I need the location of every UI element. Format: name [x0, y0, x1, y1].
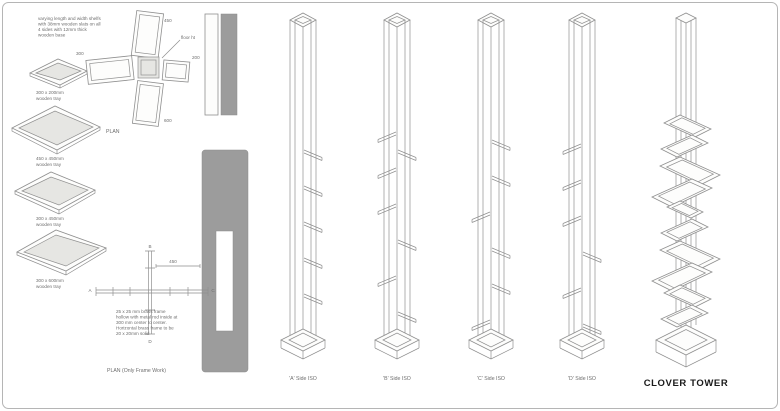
tray-size-label: 450 x 450mm	[36, 156, 64, 161]
iso-tower-c	[468, 12, 514, 360]
frame-plan: 450 B A C D	[88, 244, 215, 344]
iso-label-c: 'C' Side ISO	[477, 376, 505, 382]
frame-note-line: Horizontal brass frame to be	[116, 326, 174, 331]
frame-plan-point-d: D	[148, 339, 152, 344]
frame-plan-dim-line	[155, 264, 201, 268]
frame-plan-point-c: C	[211, 288, 215, 293]
plan-tray-bottom	[131, 80, 164, 127]
shelf-note-line: varying length and width shelfs	[38, 16, 102, 21]
shelf-note-line: 4 sides with 12mm thick	[38, 27, 87, 32]
frame-note-line: 300 mm center to center.	[116, 320, 167, 325]
iso-label-a: 'A' Side ISO	[289, 376, 317, 382]
frame-note-line: 20 x 20mm solid	[116, 331, 150, 336]
shelf-note: varying length and width shelfs with 38m…	[38, 16, 102, 38]
tower-elevation-solid	[201, 149, 249, 373]
frame-plan-point-b: B	[148, 244, 151, 249]
plan-dim-top: 450	[164, 18, 172, 23]
shelf-note-line: with 38mm wooden slats on all	[38, 22, 101, 27]
shelf-note-line: wooden base	[38, 33, 66, 38]
frame-plan-point-a: A	[88, 288, 92, 293]
frame-plan-label: PLAN (Only Frame Work)	[107, 368, 166, 374]
clover-tower-iso	[651, 12, 721, 368]
frame-note-line: hollow with metal rod inside at	[116, 315, 178, 320]
tray-caption-label: wooden tray	[36, 284, 62, 289]
iso-label-b: 'B' Side ISO	[383, 376, 411, 382]
plan-tray-top	[130, 10, 165, 59]
tray-size-label: 300 x 450mm	[36, 216, 64, 221]
tray-caption-label: wooden tray	[36, 96, 62, 101]
iso-label-d: 'D' Side ISO	[568, 376, 596, 382]
tower-elevation-slot	[215, 230, 234, 332]
floor-ht-leader-line	[161, 39, 181, 59]
frame-note-line: 25 x 25 mm brass frame	[116, 309, 166, 314]
elevation-bars	[204, 13, 238, 116]
plan-column-core	[137, 56, 160, 79]
plan-label: PLAN	[106, 129, 120, 135]
tray-iso-450x450: 450 x 450mm wooden tray	[11, 105, 101, 167]
tray-size-label: 300 x 200mm	[36, 90, 64, 95]
tray-iso-300x450: 300 x 450mm wooden tray	[14, 171, 96, 227]
iso-tower-a	[280, 12, 326, 360]
plan-view: floor ht 450 300 200 600 PLAN	[76, 10, 200, 135]
iso-tower-b	[374, 12, 420, 360]
elevation-bar-outline	[204, 13, 219, 116]
plan-dim-left: 300	[76, 51, 84, 56]
plan-dim-bottom: 600	[164, 118, 172, 123]
clover-base	[655, 324, 717, 368]
plan-tray-left	[85, 55, 135, 85]
frame-plan-dim: 450	[169, 259, 177, 264]
plan-column-core-inner	[140, 59, 157, 76]
elevation-bar-solid	[220, 13, 238, 116]
floor-ht-label: floor ht	[181, 35, 196, 40]
tray-size-label: 300 x 600mm	[36, 278, 64, 283]
plan-dim-right: 200	[192, 55, 200, 60]
tray-iso-300x200: 300 x 200mm wooden tray	[29, 58, 88, 101]
plan-tray-right	[161, 59, 191, 83]
page-title: CLOVER TOWER	[644, 378, 729, 389]
iso-tower-d	[559, 12, 605, 360]
tray-caption-label: wooden tray	[36, 222, 62, 227]
frame-note: 25 x 25 mm brass frame hollow with metal…	[116, 309, 178, 336]
tray-iso-300x600: 300 x 600mm wooden tray	[16, 229, 107, 289]
tray-caption-label: wooden tray	[36, 162, 62, 167]
